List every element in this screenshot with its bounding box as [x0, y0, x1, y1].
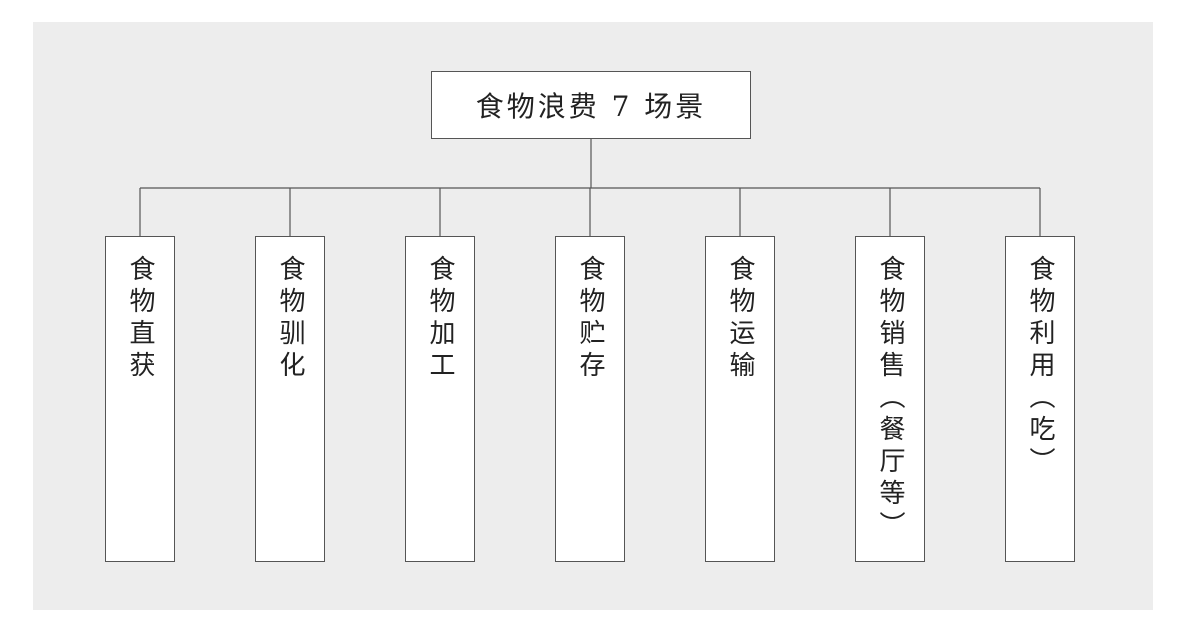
child-node-label: 食物销售（餐厅等）	[875, 255, 905, 543]
child-node-label: 食物利用（吃）	[1025, 255, 1055, 479]
child-node-c6: 食物销售（餐厅等）	[855, 236, 925, 562]
child-node-c7: 食物利用（吃）	[1005, 236, 1075, 562]
child-node-c2: 食物驯化	[255, 236, 325, 562]
child-node-label: 食物驯化	[275, 255, 305, 383]
root-node: 食物浪费 7 场景	[431, 71, 751, 139]
child-node-c5: 食物运输	[705, 236, 775, 562]
root-node-label: 食物浪费 7 场景	[475, 90, 707, 123]
child-node-c4: 食物贮存	[555, 236, 625, 562]
child-node-label: 食物运输	[725, 255, 755, 383]
child-node-c3: 食物加工	[405, 236, 475, 562]
child-node-label: 食物加工	[425, 255, 455, 383]
child-node-label: 食物直获	[125, 255, 155, 383]
child-node-c1: 食物直获	[105, 236, 175, 562]
child-node-label: 食物贮存	[575, 255, 605, 383]
